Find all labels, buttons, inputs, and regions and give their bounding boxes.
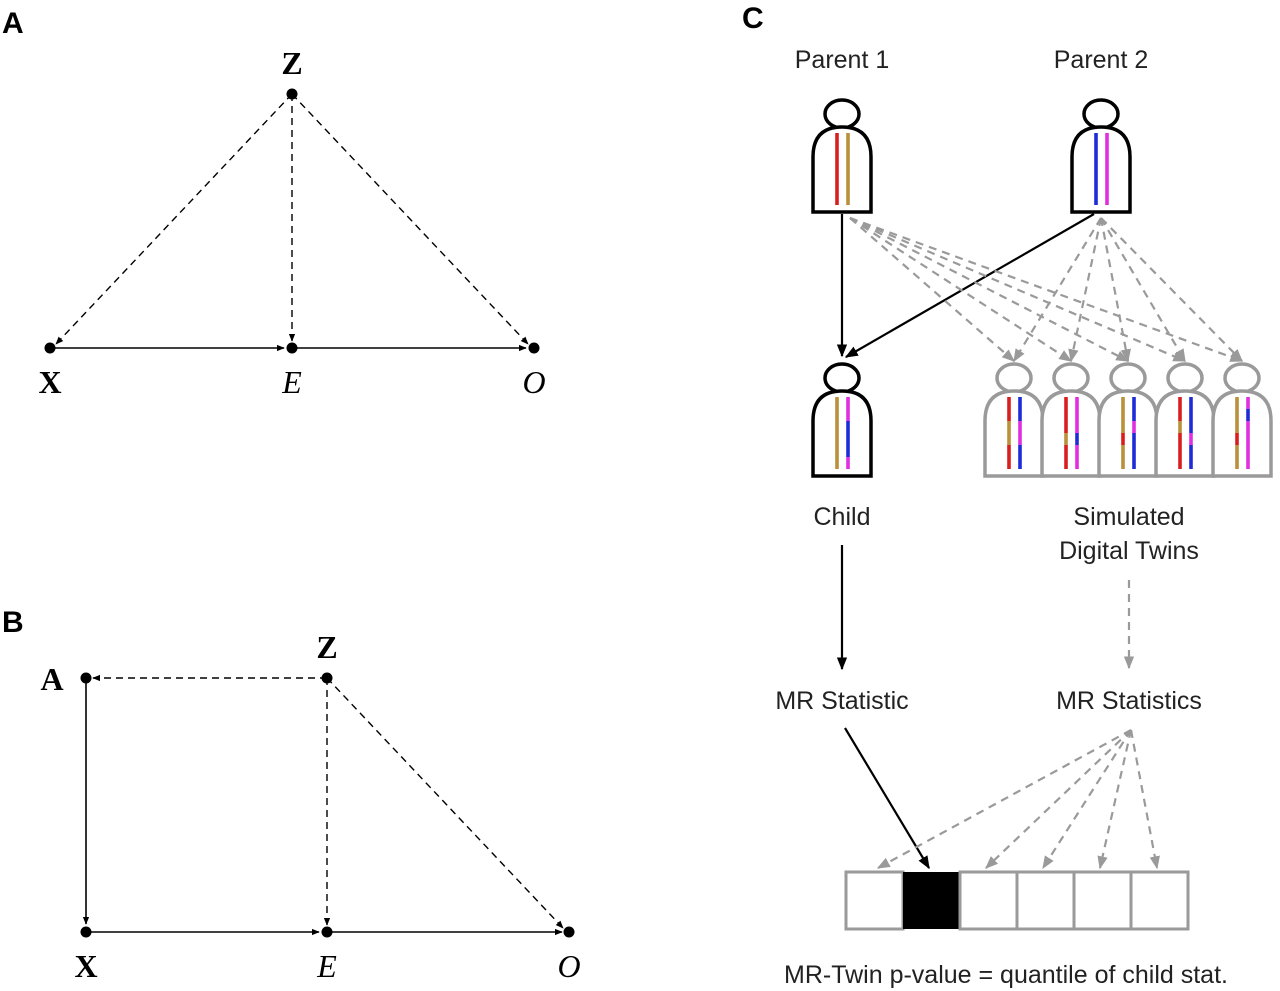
twin-arrow bbox=[849, 216, 1187, 363]
stat-child-label: MR Statistic bbox=[775, 687, 908, 715]
twin-arrow bbox=[1068, 217, 1103, 363]
person-figures bbox=[811, 98, 1273, 478]
label-x: X bbox=[74, 948, 97, 984]
twin-figure-body bbox=[1154, 389, 1216, 478]
child-label: Child bbox=[814, 503, 871, 531]
node-e bbox=[286, 342, 298, 354]
label-z: Z bbox=[316, 629, 337, 665]
twin-arrows bbox=[849, 216, 1244, 363]
label-x: X bbox=[38, 364, 61, 400]
twin-figure-body bbox=[1040, 389, 1102, 478]
quantile-box bbox=[1129, 870, 1190, 931]
twin-arrow bbox=[849, 216, 1244, 363]
child-figure-head bbox=[823, 362, 861, 394]
arrow-statistics-quantile bbox=[1129, 729, 1160, 870]
label-o: O bbox=[522, 364, 545, 400]
twin-figure bbox=[1097, 362, 1159, 478]
panel-c: C Parent 1 Parent 2 Child Simulated Digi… bbox=[742, 2, 1273, 989]
label-z: Z bbox=[281, 45, 302, 81]
quantile-box bbox=[958, 870, 1019, 931]
node-a bbox=[80, 672, 92, 684]
node-o bbox=[528, 342, 540, 354]
quantile-bar bbox=[844, 870, 1190, 931]
edge-z-o bbox=[291, 93, 529, 345]
parent1-figure-head bbox=[823, 98, 861, 130]
node-z bbox=[321, 672, 333, 684]
parent2-figure-head bbox=[1082, 98, 1120, 130]
edge-z-o bbox=[326, 677, 564, 929]
twin-figure-body bbox=[1211, 389, 1273, 478]
twin-arrow bbox=[1100, 217, 1243, 362]
twin-figure-head bbox=[1109, 362, 1147, 394]
label-e: E bbox=[281, 364, 302, 400]
parent1-figure bbox=[811, 98, 873, 214]
twin-figure-head bbox=[995, 362, 1033, 394]
label-o: O bbox=[557, 948, 580, 984]
label-a: A bbox=[40, 661, 63, 697]
twin-figure-body bbox=[1097, 389, 1159, 478]
statistic-arrows bbox=[844, 727, 1160, 870]
panel-a-letter: A bbox=[2, 7, 24, 40]
arrow-statistics-quantile bbox=[985, 729, 1132, 869]
node-e bbox=[321, 926, 333, 938]
parent1-figure-body bbox=[811, 125, 873, 214]
panel-b: B Z A X E O bbox=[2, 606, 581, 984]
twin-arrow bbox=[849, 217, 1130, 362]
child-figure bbox=[811, 362, 873, 478]
arrow-statistic-quantile bbox=[844, 727, 930, 870]
node-x bbox=[44, 342, 56, 354]
arrow-statistics-quantile bbox=[1097, 729, 1133, 870]
node-x bbox=[80, 926, 92, 938]
twin-figure bbox=[983, 362, 1045, 478]
parent2-figure-body bbox=[1070, 125, 1132, 214]
label-e: E bbox=[316, 948, 337, 984]
node-o bbox=[563, 926, 575, 938]
quantile-box bbox=[844, 870, 905, 931]
stat-twins-label: MR Statistics bbox=[1056, 687, 1202, 715]
quantile-box-child bbox=[903, 872, 960, 929]
twin-figure-head bbox=[1052, 362, 1090, 394]
twin-figure-head bbox=[1166, 362, 1204, 394]
quantile-box bbox=[1015, 870, 1076, 931]
panel-b-letter: B bbox=[2, 606, 24, 639]
twin-arrow bbox=[1099, 217, 1131, 363]
arrow-statistics-quantile bbox=[1042, 729, 1132, 870]
twin-figure bbox=[1154, 362, 1216, 478]
caption: MR-Twin p-value = quantile of child stat… bbox=[784, 961, 1228, 989]
edge-z-x bbox=[55, 93, 293, 345]
parent1-label: Parent 1 bbox=[795, 46, 890, 74]
node-z bbox=[286, 88, 298, 100]
twins-label-line2: Digital Twins bbox=[1059, 537, 1199, 565]
twin-figure-body bbox=[983, 389, 1045, 478]
twins-label-line1: Simulated bbox=[1073, 503, 1184, 531]
arrow-parent2-child bbox=[844, 213, 1095, 358]
twin-figure bbox=[1040, 362, 1102, 478]
twin-arrow bbox=[849, 217, 1073, 362]
quantile-box bbox=[1072, 870, 1133, 931]
child-figure-body bbox=[811, 389, 873, 478]
panel-a: A Z X E O bbox=[2, 7, 546, 400]
parent2-figure bbox=[1070, 98, 1132, 214]
panel-c-letter: C bbox=[742, 2, 764, 35]
twin-figure-head bbox=[1223, 362, 1261, 394]
parent2-label: Parent 2 bbox=[1054, 46, 1149, 74]
twin-figure bbox=[1211, 362, 1273, 478]
arrow-statistics-quantile bbox=[876, 729, 1132, 869]
